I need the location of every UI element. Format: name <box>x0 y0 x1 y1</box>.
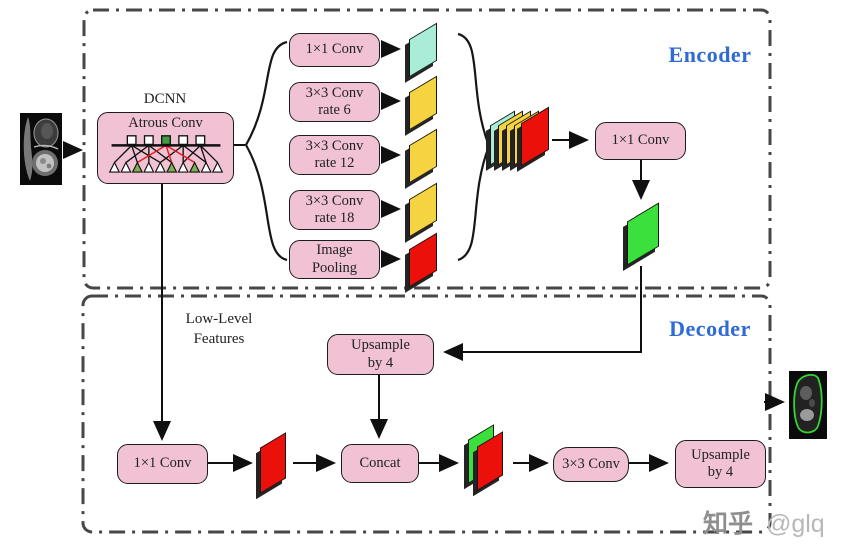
encoder-section-label: Encoder <box>668 42 752 67</box>
aspp-split-brace <box>244 40 288 262</box>
aspp-rate12-box: 3×3 Conv rate 12 <box>289 135 380 175</box>
encoder-projection-conv-box: 1×1 Conv <box>595 122 686 160</box>
output-upsample4-box: Upsample by 4 <box>675 440 766 488</box>
image-pooling-box: Image Pooling <box>289 240 380 279</box>
encoder-border <box>82 8 772 290</box>
watermark: 知乎 @glq <box>703 504 825 540</box>
concat-box: Concat <box>341 444 419 483</box>
decoder-upsample4-box: Upsample by 4 <box>327 334 434 375</box>
decoder-conv1x1-box: 1×1 Conv <box>117 444 208 484</box>
aspp-conv1x1-box: 1×1 Conv <box>289 33 380 67</box>
decoder-section-label: Decoder <box>669 316 751 341</box>
watermark-brand: 知乎 <box>703 510 754 538</box>
dcnn-caption: DCNN <box>143 91 187 107</box>
decoder-conv3x3-box: 3×3 Conv <box>553 447 629 482</box>
input-mri-image <box>20 113 62 185</box>
atrous-conv-illustration <box>108 135 223 173</box>
watermark-handle: @glq <box>765 510 825 538</box>
atrous-conv-block: Atrous Conv <box>97 112 234 184</box>
atrous-conv-label: Atrous Conv <box>128 115 203 131</box>
decoder-border <box>81 294 772 534</box>
aspp-merge-brace <box>457 32 491 262</box>
low-level-features-caption: Low-Level Features <box>185 311 253 347</box>
output-segmentation-image <box>789 371 827 439</box>
aspp-rate18-box: 3×3 Conv rate 18 <box>289 190 380 230</box>
arrow-encoder-out-to-upsample <box>443 266 642 361</box>
aspp-rate6-box: 3×3 Conv rate 6 <box>289 82 380 122</box>
